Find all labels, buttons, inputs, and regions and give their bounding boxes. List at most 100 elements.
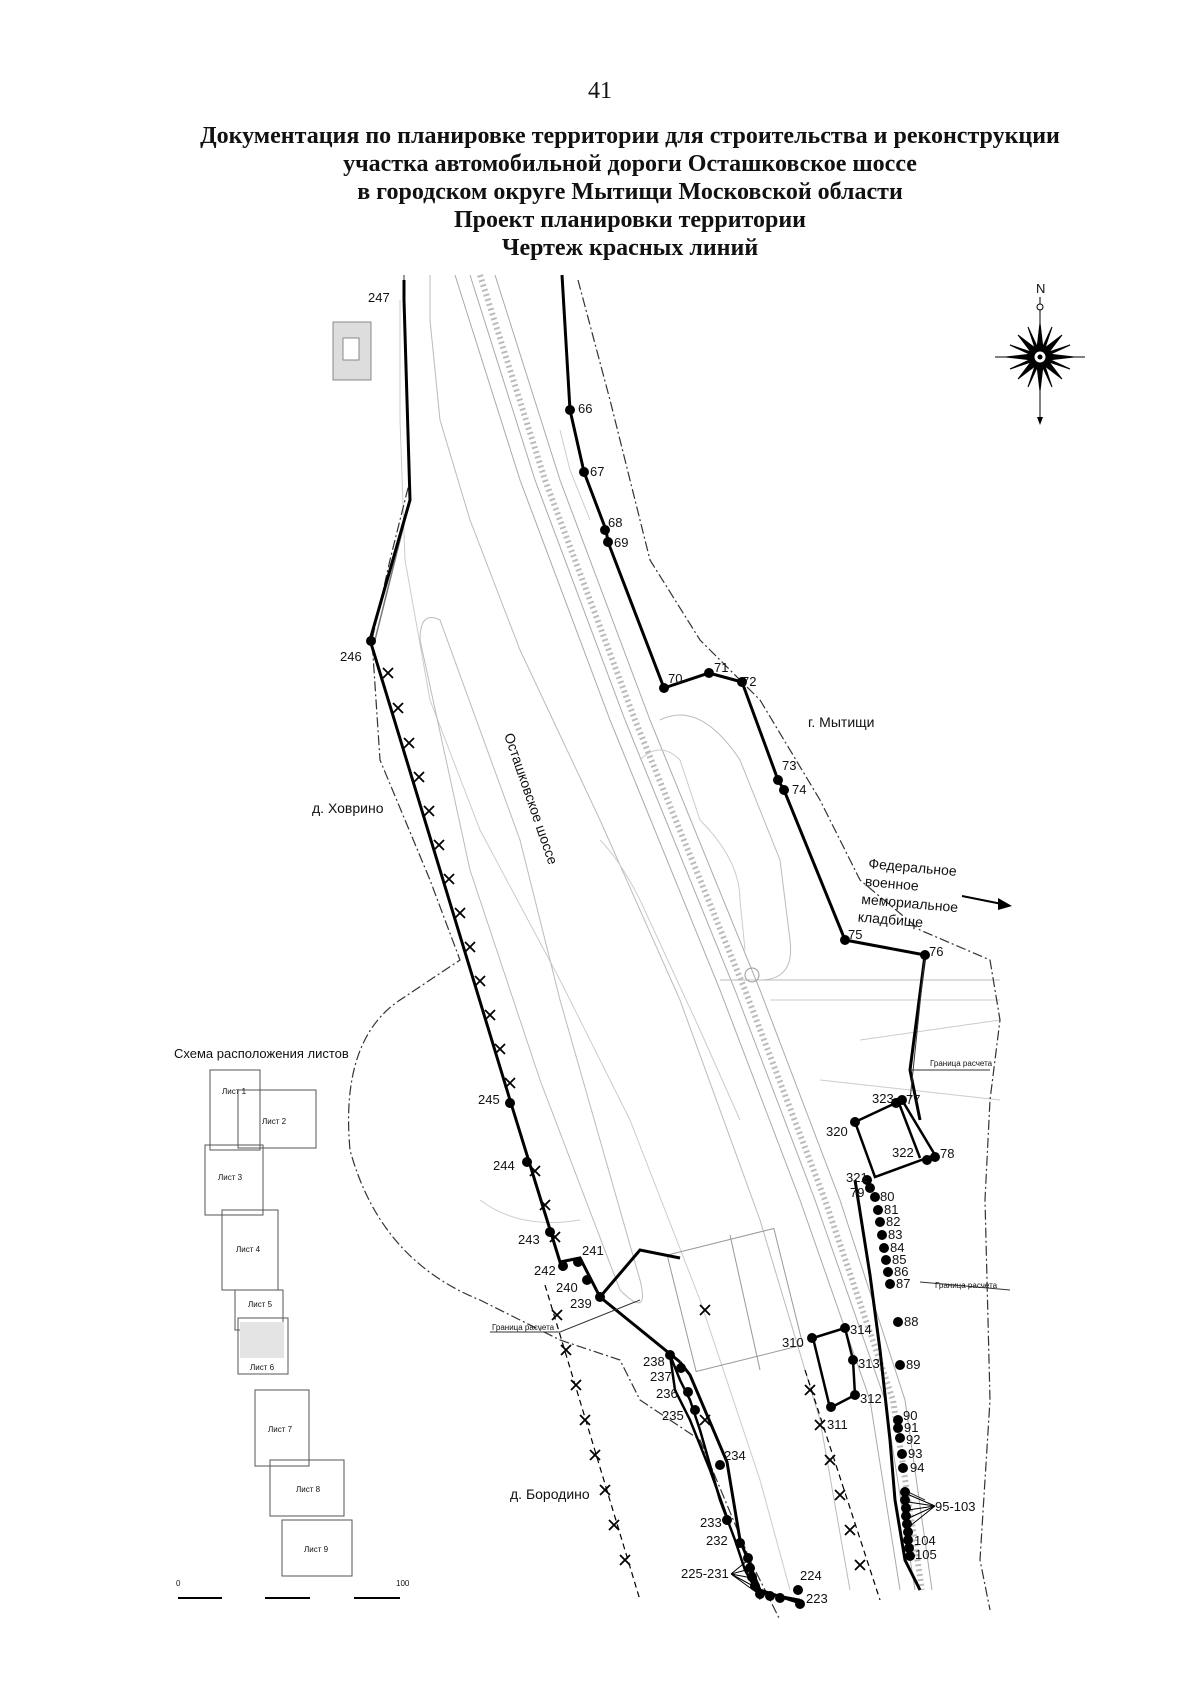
- leader-lines: [730, 1493, 936, 1596]
- point-label-79: 79: [850, 1185, 864, 1200]
- sheet-label-5: Лист 5: [248, 1300, 273, 1309]
- point-marker-81: [873, 1205, 883, 1215]
- point-label-76: 76: [929, 944, 943, 959]
- point-label-312: 312: [860, 1391, 882, 1406]
- point-label-236: 236: [656, 1386, 678, 1401]
- point-label-245: 245: [478, 1092, 500, 1107]
- sheet-label-8: Лист 8: [296, 1485, 321, 1494]
- sheet-9-frame: [281, 1519, 353, 1577]
- point-label-84: 84: [890, 1240, 904, 1255]
- point-marker-68: [600, 525, 610, 535]
- point-marker-238: [665, 1350, 675, 1360]
- sheet-layout-inset: Схема расположения листов Лист 1 Лист 2 …: [174, 1046, 353, 1577]
- point-label-93: 93: [908, 1446, 922, 1461]
- point-marker-311: [826, 1402, 836, 1412]
- point-marker-242: [558, 1261, 568, 1271]
- place-label-khovrino: д. Ховрино: [312, 800, 384, 816]
- point-label-92: 92: [906, 1432, 920, 1447]
- point-marker-84: [879, 1243, 889, 1253]
- point-label-238: 238: [643, 1354, 665, 1369]
- calc-border-label-3: Граница расчета: [492, 1323, 555, 1332]
- point-marker-312: [850, 1390, 860, 1400]
- point-marker-76: [920, 950, 930, 960]
- point-label-247: 247: [368, 290, 390, 305]
- point-marker-87: [885, 1279, 895, 1289]
- point-marker-228: [750, 1581, 760, 1591]
- cemetery-label-line-2: военное: [864, 873, 919, 894]
- point-marker-96: [900, 1495, 910, 1505]
- point-marker-73: [773, 775, 783, 785]
- cemetery-label-line-4: кладбище: [857, 909, 924, 931]
- point-marker-323: [891, 1098, 901, 1108]
- sheet-label-7: Лист 7: [268, 1425, 293, 1434]
- point-marker-240: [582, 1275, 592, 1285]
- point-label-72: 72: [742, 674, 756, 689]
- point-label-91: 91: [904, 1420, 918, 1435]
- cemetery-label: Федеральное военное мемориальное кладбищ…: [857, 855, 959, 931]
- calc-border-label-1: Граница расчета: [930, 1059, 993, 1068]
- point-label-243: 243: [518, 1232, 540, 1247]
- point-marker-72: [737, 677, 747, 687]
- point-label-80: 80: [880, 1189, 894, 1204]
- point-marker-223: [795, 1599, 805, 1609]
- sheet-label-1: Лист 1: [222, 1087, 247, 1096]
- scale-bar: 0 100: [176, 1579, 410, 1599]
- point-marker-67: [579, 467, 589, 477]
- sheet-label-4: Лист 4: [236, 1245, 261, 1254]
- road-background: [332, 274, 1001, 1591]
- point-marker-237: [676, 1363, 686, 1373]
- point-label-314: 314: [850, 1322, 872, 1337]
- sheet-7-frame: [254, 1389, 310, 1467]
- point-marker-86: [883, 1267, 893, 1277]
- point-label-77: 77: [906, 1092, 920, 1107]
- point-marker-100: [903, 1527, 913, 1537]
- point-marker-229: [747, 1572, 757, 1582]
- point-marker-232: [735, 1538, 745, 1548]
- point-label-239: 239: [570, 1296, 592, 1311]
- point-marker-101: [903, 1535, 913, 1545]
- point-label-82: 82: [886, 1214, 900, 1229]
- point-label-69: 69: [614, 535, 628, 550]
- cemetery-label-line-1: Федеральное: [868, 855, 958, 879]
- point-marker-88: [893, 1317, 903, 1327]
- calculation-border: [347, 279, 1001, 1621]
- point-marker-85: [881, 1255, 891, 1265]
- point-marker-234: [715, 1460, 725, 1470]
- sheet-6-shade: [240, 1322, 284, 1358]
- point-label-67: 67: [590, 464, 604, 479]
- point-label-237: 237: [650, 1369, 672, 1384]
- point-label-75: 75: [848, 927, 862, 942]
- point-marker-320: [850, 1117, 860, 1127]
- sheet-label-3: Лист 3: [218, 1173, 243, 1182]
- point-marker-69: [603, 537, 613, 547]
- point-marker-75: [840, 935, 850, 945]
- point-label-104: 104: [914, 1533, 936, 1548]
- calc-border-label-2: Граница расчета: [935, 1281, 998, 1290]
- place-label-borodino: д. Бородино: [510, 1486, 590, 1502]
- compass-north-label: N: [1036, 281, 1045, 296]
- point-marker-92: [895, 1433, 905, 1443]
- inset-title: Схема расположения листов: [174, 1046, 349, 1061]
- sheet-label-6: Лист 6: [250, 1363, 275, 1372]
- point-marker-98: [901, 1511, 911, 1521]
- point-marker-239: [595, 1292, 605, 1302]
- point-marker-104: [904, 1543, 914, 1553]
- point-marker-99: [902, 1519, 912, 1529]
- point-marker-93: [897, 1449, 907, 1459]
- point-label-71: 71: [714, 660, 728, 675]
- sheet-label-2: Лист 2: [262, 1117, 287, 1126]
- point-marker-74: [779, 785, 789, 795]
- point-label-83: 83: [888, 1227, 902, 1242]
- cemetery-arrow: [961, 895, 1012, 910]
- point-marker-227: [755, 1589, 765, 1599]
- point-label-90: 90: [903, 1408, 917, 1423]
- point-marker-310: [807, 1333, 817, 1343]
- point-marker-243: [545, 1227, 555, 1237]
- point-label-246: 246: [340, 649, 362, 664]
- page-number: 41: [588, 78, 612, 104]
- point-label-313: 313: [858, 1356, 880, 1371]
- point-label-232: 232: [706, 1533, 728, 1548]
- point-marker-225: [775, 1593, 785, 1603]
- point-marker-66: [565, 405, 575, 415]
- title-line-3: в городском округе Мытищи Московской обл…: [357, 179, 903, 205]
